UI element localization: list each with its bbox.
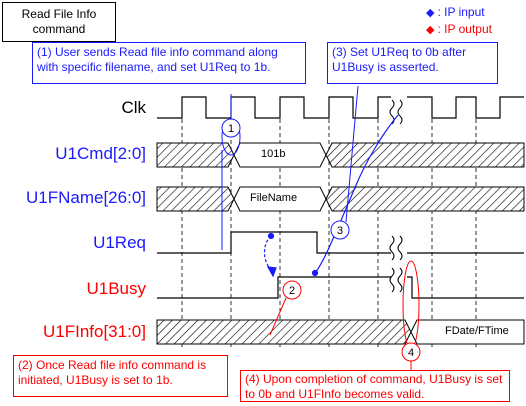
cmd-value: 101b	[258, 148, 289, 160]
note-3-text: (3) Set U1Req to 0b after U1Busy is asse…	[332, 45, 467, 74]
note3-number: 3	[337, 225, 343, 237]
signal-cmd: U1Cmd[2:0]	[55, 144, 146, 163]
note-4: (4) Upon completion of command, U1Busy i…	[240, 370, 510, 402]
clock-guide-lines	[181, 112, 477, 350]
note2-number: 2	[289, 285, 295, 297]
legend-input-label: : IP input	[437, 5, 485, 19]
note4-number: 4	[408, 347, 414, 359]
busy-waveform	[157, 276, 524, 299]
diagram-title-box: Read File Info command	[2, 2, 116, 42]
diagram-title: Read File Info command	[21, 7, 97, 36]
finfo-value: FDate/FTime	[442, 325, 512, 337]
note-2: (2) Once Read file info command is initi…	[13, 355, 228, 397]
cmd-bus-waveform	[156, 142, 525, 168]
note-3: (3) Set U1Req to 0b after U1Busy is asse…	[327, 42, 498, 84]
blue-arrows	[263, 114, 399, 278]
note2-marker	[282, 280, 302, 300]
note-2-text: (2) Once Read file info command is initi…	[18, 358, 207, 387]
legend-output: ◆: IP output	[426, 22, 492, 36]
diamond-icon: ◆	[426, 24, 435, 36]
note1-number: 1	[228, 123, 234, 135]
signal-busy: U1Busy	[86, 279, 146, 298]
signal-clk: Clk	[121, 98, 146, 117]
diamond-icon: ◆	[426, 7, 435, 19]
signal-finfo: U1FInfo[31:0]	[42, 322, 146, 341]
note-1: (1) User sends Read file info command al…	[32, 42, 306, 84]
clk-waveform	[157, 96, 524, 119]
fname-bus-waveform	[156, 186, 525, 212]
note-4-text: (4) Upon completion of command, U1Busy i…	[245, 372, 503, 401]
signal-req: U1Req	[93, 233, 146, 252]
note2-connector	[269, 297, 287, 336]
legend-input: ◆: IP input	[426, 5, 485, 19]
fname-value: FileName	[247, 192, 301, 204]
signal-fname: U1FName[26:0]	[26, 188, 146, 207]
req-waveform	[157, 231, 524, 254]
legend-output-label: : IP output	[437, 22, 492, 36]
note1-marker	[221, 118, 241, 138]
note3-connector	[345, 85, 359, 223]
note4-ellipse	[402, 260, 420, 350]
note-1-text: (1) User sends Read file info command al…	[37, 45, 278, 74]
note3-marker	[330, 220, 350, 240]
